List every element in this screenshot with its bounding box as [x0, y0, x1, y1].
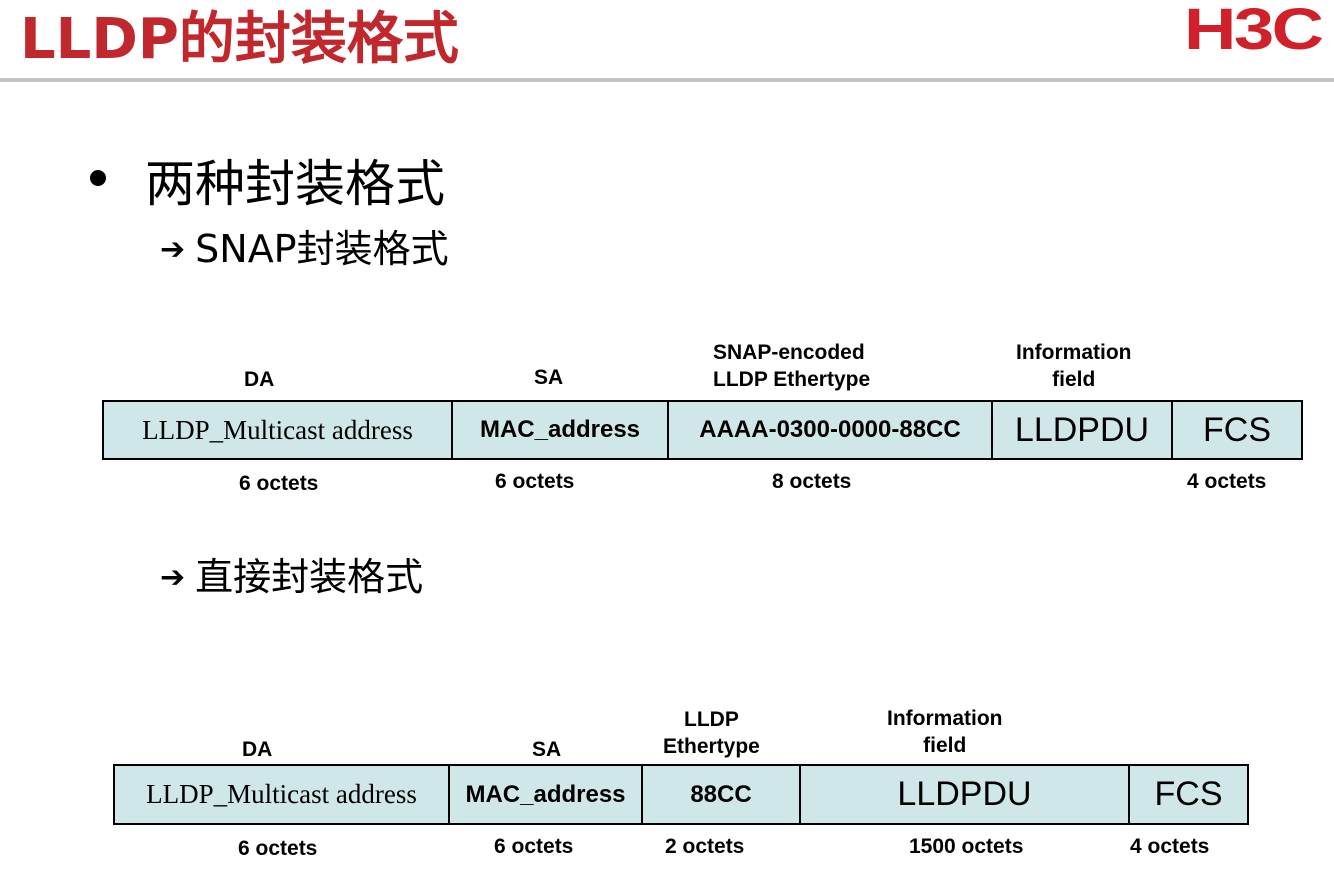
direct-label-ethertype-line1: LLDP — [684, 708, 739, 731]
snap-heading: ➔ SNAP封装格式 — [160, 218, 449, 273]
direct-label-sa: SA — [532, 738, 562, 761]
snap-label-info-line2: field — [1052, 368, 1096, 391]
direct-cell-fcs: FCS — [1154, 775, 1223, 813]
snap-label-info: Information field — [1016, 339, 1132, 393]
bullet-icon — [90, 170, 106, 186]
snap-size-da: 6 octets — [239, 472, 319, 495]
snap-label-ethertype: SNAP-encoded LLDP Ethertype — [713, 339, 870, 393]
direct-frame: LLDP_Multicast address MAC_address 88CC … — [113, 764, 1249, 825]
direct-label-info-line1: Information — [887, 707, 1003, 730]
direct-size-da: 6 octets — [238, 837, 318, 860]
direct-cell-info: LLDPDU — [801, 766, 1130, 823]
snap-size-sa: 6 octets — [495, 470, 575, 493]
snap-label-info-line1: Information — [1016, 341, 1132, 364]
snap-heading-text: SNAP封装格式 — [195, 227, 449, 271]
snap-cell-ethertype: AAAA-0300-0000-88CC — [669, 402, 993, 458]
direct-heading: ➔ 直接封装格式 — [160, 546, 423, 601]
snap-label-da: DA — [244, 368, 275, 391]
direct-size-sa: 6 octets — [494, 835, 574, 858]
direct-size-ethertype: 2 octets — [665, 835, 745, 858]
snap-cell-fcs: FCS — [1203, 410, 1271, 449]
direct-label-info: Information field — [887, 705, 1003, 759]
snap-size-fcs: 4 octets — [1187, 470, 1267, 493]
snap-label-sa: SA — [534, 366, 564, 389]
arrow-right-icon: ➔ — [160, 232, 186, 267]
direct-cell-ethertype: 88CC — [643, 766, 801, 823]
direct-cell-da: LLDP_Multicast address — [115, 766, 450, 823]
bullet-text: 两种封装格式 — [145, 155, 445, 213]
direct-label-da: DA — [242, 738, 273, 761]
snap-label-ethertype-line2: LLDP Ethertype — [713, 368, 871, 391]
h3c-logo: H3C — [1184, 0, 1324, 62]
snap-cell-da: LLDP_Multicast address — [104, 402, 453, 458]
direct-heading-text: 直接封装格式 — [195, 555, 424, 599]
snap-label-ethertype-line1: SNAP-encoded — [713, 341, 865, 364]
snap-cell-sa: MAC_address — [453, 402, 669, 458]
title-divider — [0, 78, 1334, 82]
direct-size-info: 1500 octets — [909, 835, 1024, 858]
page-title: LLDP的封装格式 — [20, 7, 459, 72]
direct-size-fcs: 4 octets — [1130, 835, 1210, 858]
arrow-right-icon: ➔ — [160, 560, 186, 595]
direct-cell-sa: MAC_address — [450, 766, 643, 823]
direct-label-info-line2: field — [923, 734, 967, 757]
direct-label-ethertype: LLDP Ethertype — [663, 706, 760, 760]
snap-cell-info: LLDPDU — [993, 402, 1173, 458]
snap-size-ethertype: 8 octets — [772, 470, 852, 493]
direct-label-ethertype-line2: Ethertype — [663, 735, 760, 758]
snap-frame: LLDP_Multicast address MAC_address AAAA-… — [102, 400, 1303, 460]
